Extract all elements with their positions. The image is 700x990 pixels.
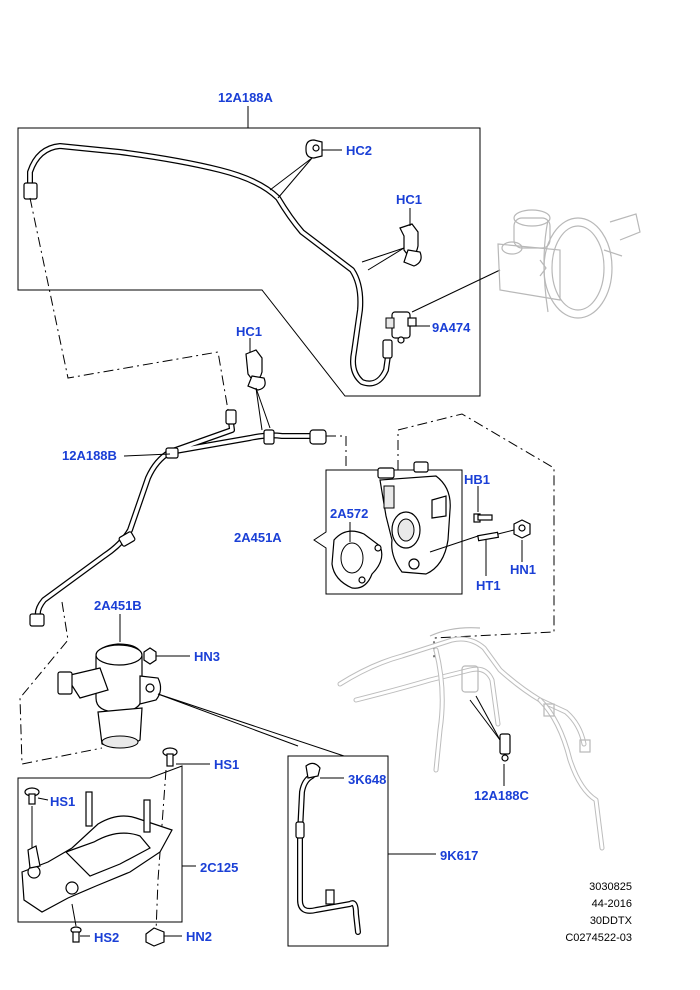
- callout-HC1-upper[interactable]: HC1: [396, 192, 422, 207]
- brake-booster-reference: [497, 209, 641, 319]
- stud-ht1[interactable]: [477, 531, 500, 542]
- group-box-12A188A: [17, 127, 481, 397]
- callout-2A451A[interactable]: 2A451A: [234, 530, 282, 545]
- clip-hc1-upper[interactable]: [399, 223, 422, 267]
- nut-hn1[interactable]: [513, 519, 531, 539]
- nut-hn3[interactable]: [143, 647, 157, 665]
- group-box-2A451A: [313, 469, 463, 595]
- callout-HC1-mid[interactable]: HC1: [236, 324, 262, 339]
- vacuum-hose-12A188B[interactable]: [29, 409, 327, 627]
- valve-9a474[interactable]: [385, 311, 417, 344]
- callout-HN1[interactable]: HN1: [510, 562, 536, 577]
- callout-HC2[interactable]: HC2: [346, 143, 372, 158]
- callout-HN3[interactable]: HN3: [194, 649, 220, 664]
- bracket-2c125[interactable]: [21, 791, 173, 913]
- vacuum-hose-12A188A[interactable]: [23, 143, 393, 387]
- bolt-hb1[interactable]: [473, 513, 493, 523]
- callout-2A451B[interactable]: 2A451B: [94, 598, 142, 613]
- callout-12A188A[interactable]: 12A188A: [218, 90, 274, 105]
- vacuum-pump-2a451b[interactable]: [57, 643, 162, 749]
- callout-3K648[interactable]: 3K648: [348, 772, 386, 787]
- callout-HB1[interactable]: HB1: [464, 472, 490, 487]
- ref-line-1: 3030825: [589, 881, 632, 893]
- gasket-2a572[interactable]: [331, 530, 383, 589]
- callout-9A474[interactable]: 9A474: [432, 320, 471, 335]
- callout-HS1-left[interactable]: HS1: [50, 794, 75, 809]
- screw-hs1-left[interactable]: [24, 787, 40, 805]
- vacuum-hose-12A188C[interactable]: [499, 733, 511, 762]
- callout-12A188C[interactable]: 12A188C: [474, 788, 530, 803]
- group-box-9K617: [287, 755, 389, 947]
- vacuum-pump-2a451a[interactable]: [377, 461, 451, 575]
- harness-9k617[interactable]: [295, 773, 361, 935]
- ref-line-4: C0274522-03: [565, 932, 632, 944]
- nut-hn2[interactable]: [145, 927, 165, 947]
- screw-hs2[interactable]: [70, 926, 82, 943]
- callout-2C125[interactable]: 2C125: [200, 860, 238, 875]
- ref-line-3: 30DDTX: [590, 915, 633, 927]
- callout-HN2[interactable]: HN2: [186, 929, 212, 944]
- callout-2A572[interactable]: 2A572: [330, 506, 368, 521]
- clip-hc1-mid[interactable]: [245, 349, 266, 391]
- connector-3k648[interactable]: [305, 762, 321, 779]
- clip-hc2[interactable]: [305, 139, 323, 159]
- callout-12A188B[interactable]: 12A188B: [62, 448, 117, 463]
- callout-HS1-right[interactable]: HS1: [214, 757, 239, 772]
- engine-harness-reference: [337, 627, 605, 851]
- callout-9K617[interactable]: 9K617: [440, 848, 478, 863]
- screw-hs1-right[interactable]: [162, 747, 178, 767]
- callout-HT1[interactable]: HT1: [476, 578, 501, 593]
- ref-line-2: 44-2016: [592, 898, 632, 910]
- group-box-2C125: [17, 765, 183, 923]
- callout-HS2[interactable]: HS2: [94, 930, 119, 945]
